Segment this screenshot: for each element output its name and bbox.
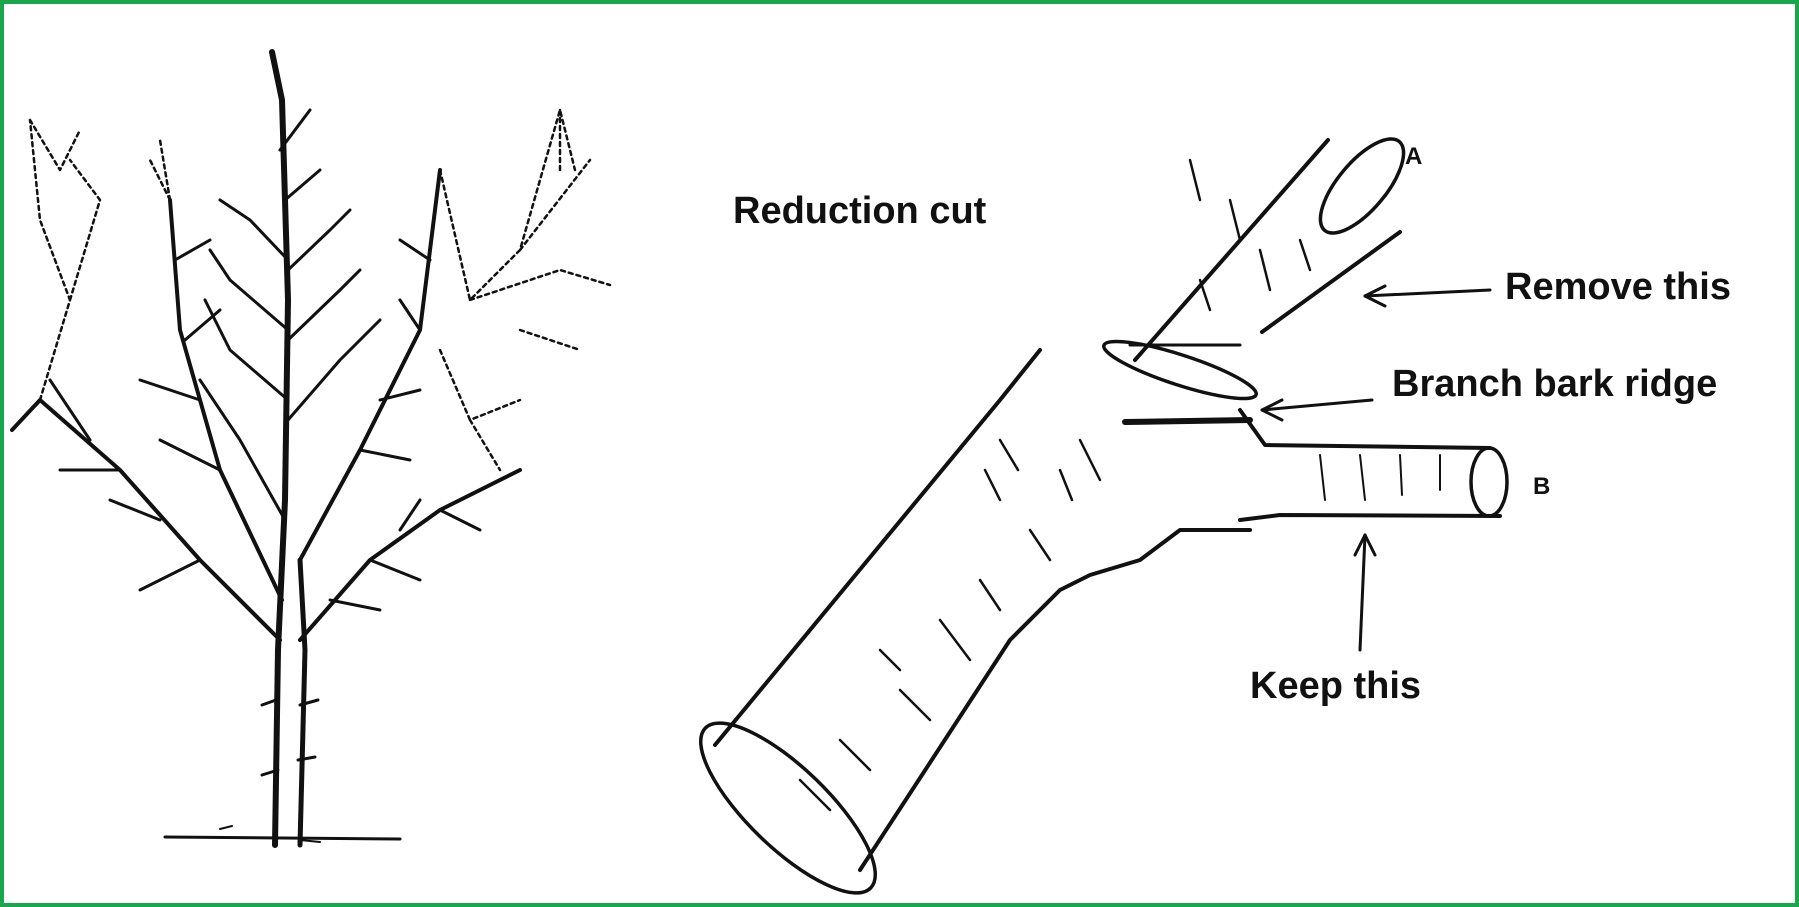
cut-face xyxy=(1099,331,1260,409)
branch-b-end xyxy=(1471,448,1507,516)
arrow-keep xyxy=(1360,535,1365,650)
keep-this-label: Keep this xyxy=(1250,665,1421,708)
diagram-title: Reduction cut xyxy=(733,190,986,233)
remove-this-label: Remove this xyxy=(1505,266,1731,309)
stem-base-end xyxy=(677,699,898,907)
arrow-remove xyxy=(1365,290,1490,296)
branch-b xyxy=(1240,410,1500,520)
label-b: B xyxy=(1533,473,1550,501)
label-a: A xyxy=(1405,143,1422,171)
parent-stem xyxy=(715,350,1040,745)
branch-a xyxy=(1135,140,1400,360)
branch-bark-ridge-label: Branch bark ridge xyxy=(1392,363,1717,406)
branch-bark-ridge xyxy=(1125,420,1250,422)
